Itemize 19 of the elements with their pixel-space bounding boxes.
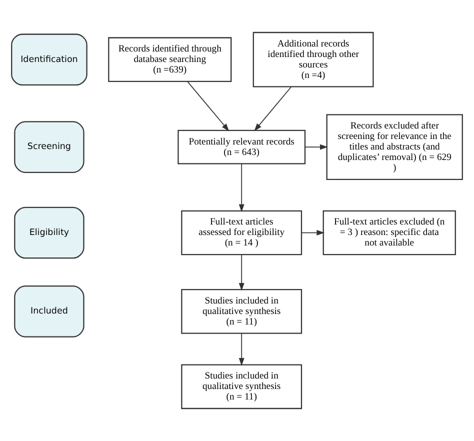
- arrow: [238, 254, 244, 291]
- node-box: Eligibility: [14, 206, 84, 259]
- node-box: Full-text articles excluded (n = 3 ) reason: specific data not available: [322, 210, 456, 256]
- arrow: [254, 86, 292, 132]
- node-box: Records excluded after screening for relevance in the titles and abstracts (and duplicates’ removal) (n = 629 ): [326, 114, 463, 180]
- node-box: Studies included in qualitative synthesis (n = 11): [181, 364, 302, 410]
- arrow: [187, 81, 230, 132]
- node-box: Full-text articles assessed for eligibility (n = 14 ): [181, 210, 302, 256]
- node-box: Records identified through database searching (n =639): [108, 37, 232, 82]
- node-box: Included: [14, 286, 84, 338]
- node-box: Screening: [14, 121, 84, 173]
- node-box: Studies included in qualitative synthesis (n = 11): [181, 289, 302, 334]
- arrow: [238, 163, 244, 212]
- arrow: [238, 333, 244, 366]
- node-box: Additional records identified through other sources (n =4): [252, 32, 374, 88]
- node-box: Potentially relevant records (n = 643): [178, 130, 306, 164]
- arrow: [304, 144, 328, 150]
- node-box: Identification: [11, 34, 88, 86]
- arrow: [301, 230, 325, 236]
